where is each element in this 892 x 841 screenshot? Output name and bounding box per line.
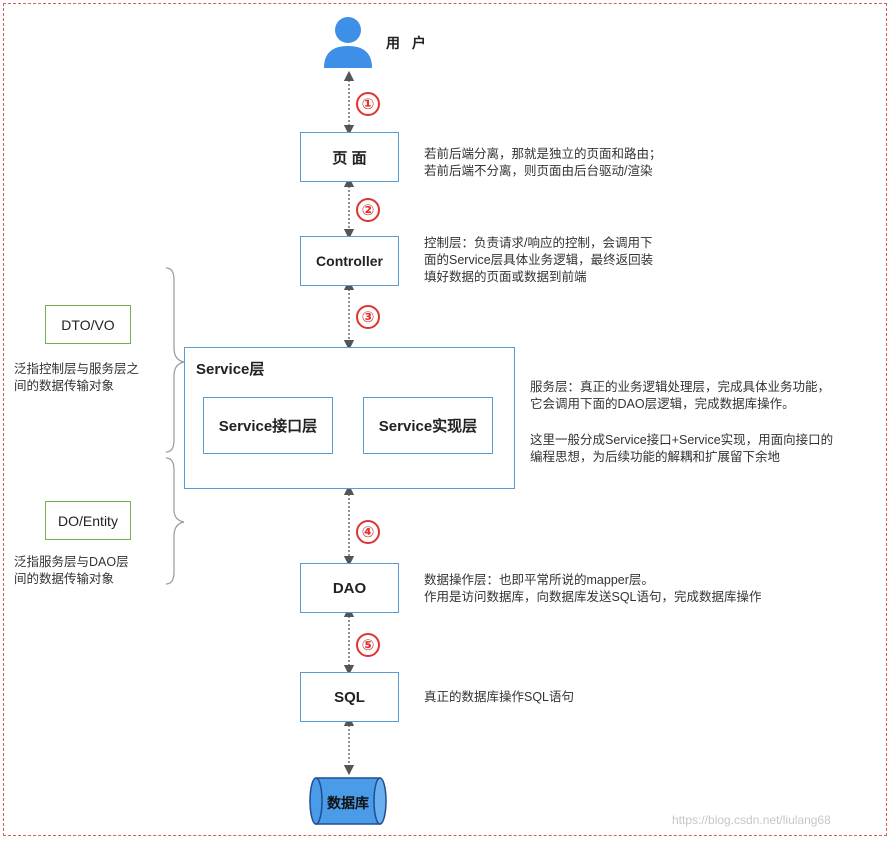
note-line: 它会调用下面的DAO层逻辑，完成数据库操作。 <box>530 397 795 411</box>
dto-vo-box[interactable]: DTO/VO <box>45 305 131 344</box>
service-layer-title: Service层 <box>196 361 265 378</box>
note-line: 这里一般分成Service接口+Service实现，用面向接口的 <box>530 433 834 447</box>
note-line: 填好数据的页面或数据到前端 <box>424 270 587 284</box>
step-1-badge: ① <box>356 92 380 116</box>
sql-note: 真正的数据库操作SQL语句 <box>424 689 574 706</box>
user-icon <box>324 17 372 68</box>
do-entity-desc: 泛指服务层与DAO层 间的数据传输对象 <box>14 554 129 588</box>
step-5-badge: ⑤ <box>356 633 380 657</box>
brace-dto <box>165 267 185 453</box>
note-line: 服务层：真正的业务逻辑处理层，完成具体业务功能， <box>530 380 831 394</box>
step-2-badge: ② <box>356 198 380 222</box>
controller-box[interactable]: Controller <box>300 236 399 286</box>
note-line: 间的数据传输对象 <box>14 379 115 393</box>
note-line: 控制层：负责请求/响应的控制，会调用下 <box>424 236 653 250</box>
service-impl-box[interactable]: Service实现层 <box>363 397 493 454</box>
database-label: 数据库 <box>327 795 369 811</box>
database-icon <box>309 777 387 825</box>
service-interface-box[interactable]: Service接口层 <box>203 397 333 454</box>
page-note: 若前后端分离，那就是独立的页面和路由； 若前后端不分离，则页面由后台驱动/渲染 <box>424 146 662 180</box>
user-label: 用 户 <box>386 35 430 51</box>
note-line: 若前后端不分离，则页面由后台驱动/渲染 <box>424 164 653 178</box>
service-extra-note: 这里一般分成Service接口+Service实现，用面向接口的 编程思想，为后… <box>530 432 833 466</box>
watermark: https://blog.csdn.net/liulang68 <box>672 813 831 827</box>
do-entity-box[interactable]: DO/Entity <box>45 501 131 540</box>
dao-note: 数据操作层：也即平常所说的mapper层。 作用是访问数据库，向数据库发送SQL… <box>424 572 762 606</box>
note-line: 泛指控制层与服务层之 <box>14 362 140 376</box>
dao-box[interactable]: DAO <box>300 563 399 613</box>
note-line: 编程思想，为后续功能的解耦和扩展留下余地 <box>530 450 781 464</box>
note-line: 若前后端分离，那就是独立的页面和路由； <box>424 147 662 161</box>
step-3-badge: ③ <box>356 305 380 329</box>
note-line: 间的数据传输对象 <box>14 572 115 586</box>
service-note: 服务层：真正的业务逻辑处理层，完成具体业务功能， 它会调用下面的DAO层逻辑，完… <box>530 379 830 413</box>
note-line: 作用是访问数据库，向数据库发送SQL语句，完成数据库操作 <box>424 590 762 604</box>
note-line: 数据操作层：也即平常所说的mapper层。 <box>424 573 654 587</box>
page-box[interactable]: 页 面 <box>300 132 399 182</box>
dto-vo-desc: 泛指控制层与服务层之 间的数据传输对象 <box>14 361 139 395</box>
brace-do <box>165 457 185 585</box>
note-line: 泛指服务层与DAO层 <box>14 555 129 569</box>
diagram-frame <box>3 3 887 836</box>
sql-box[interactable]: SQL <box>300 672 399 722</box>
controller-note: 控制层：负责请求/响应的控制，会调用下 面的Service层具体业务逻辑，最终返… <box>424 235 653 286</box>
note-line: 真正的数据库操作SQL语句 <box>424 690 575 704</box>
note-line: 面的Service层具体业务逻辑，最终返回装 <box>424 253 654 267</box>
step-4-badge: ④ <box>356 520 380 544</box>
